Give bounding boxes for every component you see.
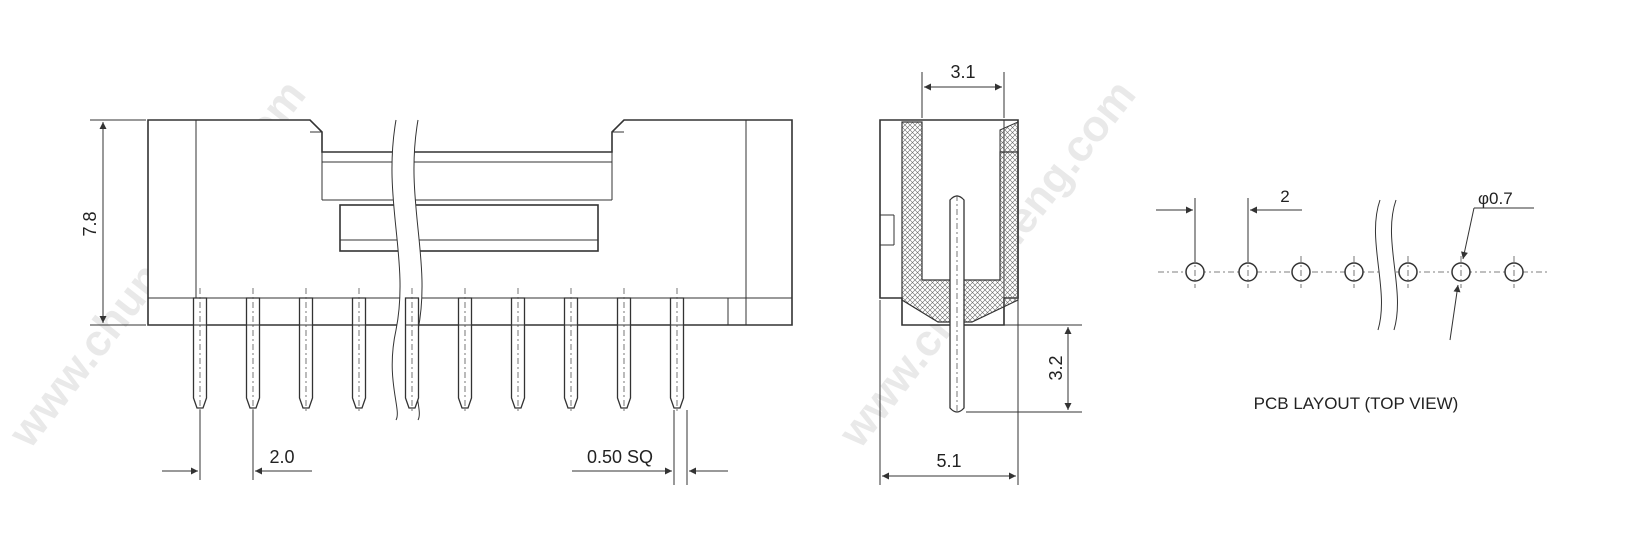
top-width-dimension-label: 3.1 [950, 62, 975, 82]
pin-size-dimension-label: 0.50 SQ [587, 447, 653, 467]
height-dimension-label: 7.8 [80, 211, 100, 236]
front-pins [192, 288, 685, 414]
pcb-pitch-label: 2 [1280, 187, 1289, 206]
pitch-dimension-label: 2.0 [269, 447, 294, 467]
pcb-hole-diameter-label: φ0.7 [1478, 189, 1513, 208]
side-view: 3.1 3.2 5.1 [879, 62, 1082, 485]
pin-length-dimension-label: 3.2 [1046, 355, 1066, 380]
bottom-width-dimension-label: 5.1 [936, 451, 961, 471]
front-view: 7.8 2.0 0.50 SQ [80, 119, 793, 485]
pcb-layout-caption: PCB LAYOUT (TOP VIEW) [1254, 394, 1459, 413]
pcb-layout: 2 φ0.7 PCB LAYOUT (TOP VIEW) [1156, 187, 1548, 413]
pcb-holes [1185, 256, 1524, 288]
front-slot [339, 204, 599, 252]
